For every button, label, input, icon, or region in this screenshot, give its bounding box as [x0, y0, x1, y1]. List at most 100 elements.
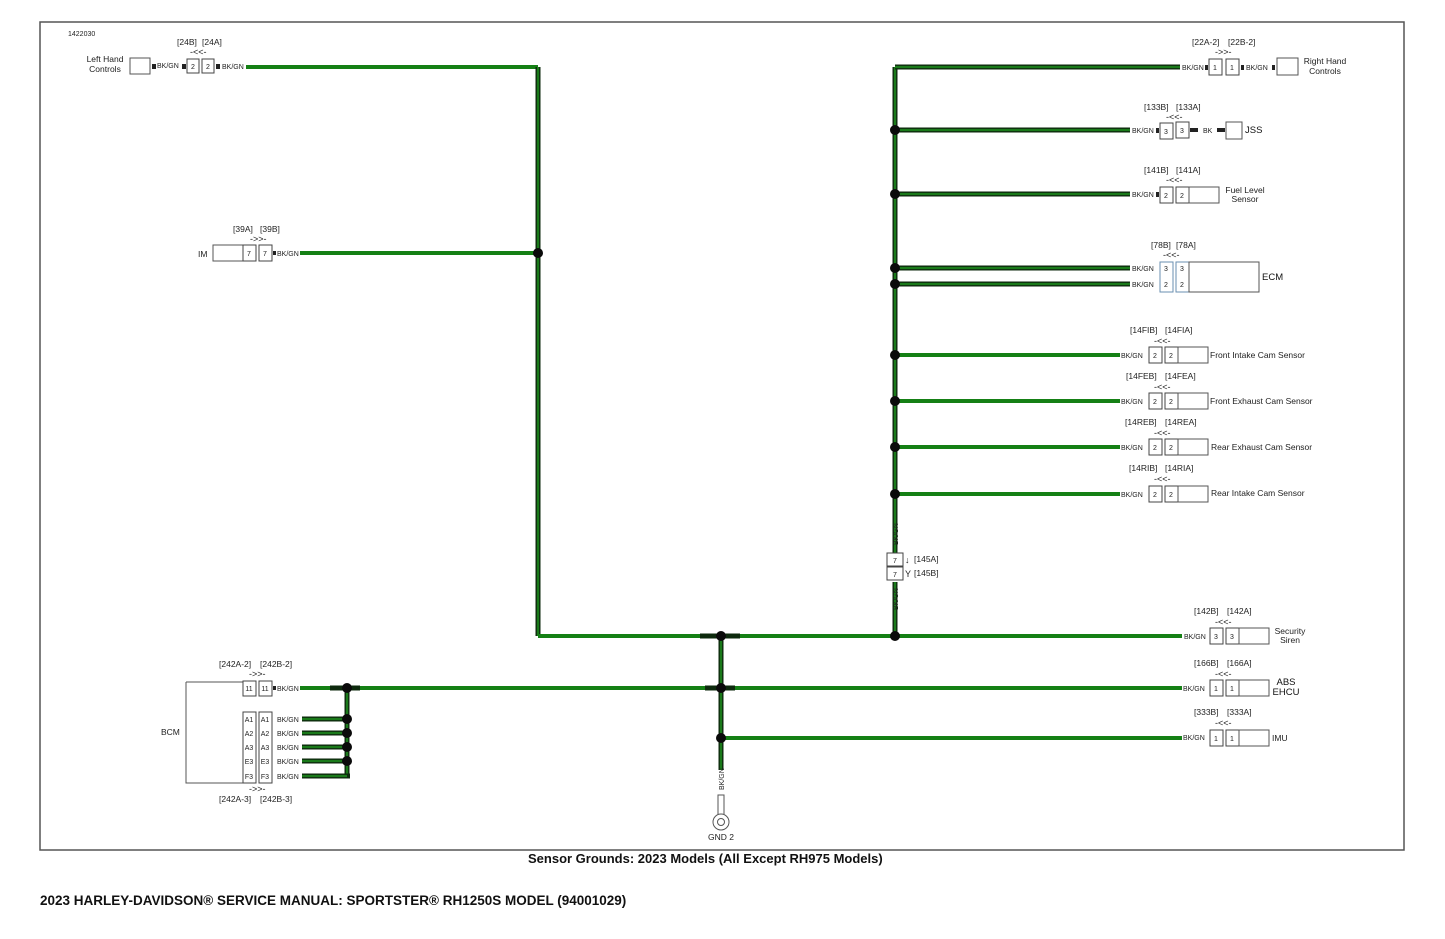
- front-exhaust-cam-sensor: [14FEB] [14FEA] -<<- BK/GN 2 2 Front Exh…: [1121, 371, 1313, 410]
- svg-text:1: 1: [1230, 65, 1234, 72]
- connector-pin: [186, 58, 200, 74]
- connector-pin: [886, 552, 904, 567]
- svg-text:BK/GN: BK/GN: [1121, 445, 1143, 452]
- connector-pin: [1159, 186, 1174, 204]
- svg-text:BK/GN: BK/GN: [222, 64, 244, 71]
- svg-text:-<<-: -<<-: [1154, 428, 1171, 438]
- svg-text:1: 1: [1214, 736, 1218, 743]
- svg-text:BK/GN: BK/GN: [157, 63, 179, 70]
- connector-label: [14REB]: [1125, 417, 1157, 427]
- bcm-pin-rows: A1 A1 BK/GN A2 A2 BK/GN A3 A3 BK/GN E3 E…: [245, 717, 299, 781]
- connector-label: [24B]: [177, 37, 197, 47]
- svg-text:Y: Y: [905, 569, 911, 579]
- connector-pin: [1209, 627, 1224, 645]
- connector-label: [333B]: [1194, 707, 1219, 717]
- svg-text:A1: A1: [245, 717, 254, 724]
- page-footer: 2023 HARLEY-DAVIDSON® SERVICE MANUAL: SP…: [40, 893, 627, 908]
- svg-text:1: 1: [1230, 686, 1234, 693]
- svg-text:2: 2: [1153, 399, 1157, 406]
- connector-pin: [1148, 438, 1163, 456]
- connector-pin: [886, 566, 904, 581]
- connector-label: [242B-2]: [260, 659, 292, 669]
- connector-label: [14REA]: [1165, 417, 1197, 427]
- svg-text:IM: IM: [198, 249, 207, 259]
- connector-pin: [242, 244, 257, 262]
- svg-text:BK/GN: BK/GN: [277, 717, 299, 724]
- component-box: [1188, 186, 1220, 204]
- svg-text:A1: A1: [261, 717, 270, 724]
- connector-label: [141A]: [1176, 165, 1201, 175]
- svg-text:-<<-: -<<-: [1154, 382, 1171, 392]
- connector-label: [14FEA]: [1165, 371, 1196, 381]
- svg-text:3: 3: [1180, 128, 1184, 135]
- component-box: [1177, 392, 1209, 410]
- svg-text:3: 3: [1230, 634, 1234, 641]
- svg-text:GND 2: GND 2: [708, 832, 734, 842]
- svg-text:Security: Security: [1275, 626, 1306, 636]
- svg-text:BK/GN: BK/GN: [1183, 686, 1205, 693]
- svg-text:Controls: Controls: [1309, 66, 1341, 76]
- svg-text:1: 1: [1214, 686, 1218, 693]
- svg-text:2: 2: [206, 64, 210, 71]
- svg-text:F3: F3: [245, 774, 253, 781]
- svg-text:BK/GN: BK/GN: [1121, 353, 1143, 360]
- svg-text:-<<-: -<<-: [1166, 175, 1183, 185]
- splice-node: [890, 442, 900, 452]
- splice-node: [890, 631, 900, 641]
- connector-label: [142A]: [1227, 606, 1252, 616]
- svg-text:Front Exhaust Cam Sensor: Front Exhaust Cam Sensor: [1210, 396, 1313, 406]
- svg-text:E3: E3: [261, 759, 270, 766]
- svg-text:Siren: Siren: [1280, 635, 1300, 645]
- connector-pin: [1225, 58, 1240, 76]
- jss-component: [133B] [133A] -<<- BK/GN 3 3 BK JSS: [1132, 102, 1262, 140]
- svg-text:2: 2: [1180, 282, 1184, 289]
- svg-text:2: 2: [1153, 445, 1157, 452]
- svg-text:Right Hand: Right Hand: [1304, 56, 1347, 66]
- splice-node: [890, 489, 900, 499]
- component-box: [1177, 438, 1209, 456]
- svg-text:2: 2: [1169, 492, 1173, 499]
- svg-text:BK/GN: BK/GN: [1121, 399, 1143, 406]
- component-box: [1188, 261, 1260, 293]
- connector-block: [258, 711, 273, 784]
- svg-text:->>-: ->>-: [250, 234, 267, 244]
- wires: [246, 64, 1182, 779]
- splice-node: [716, 733, 726, 743]
- connector-label: [242A-3]: [219, 794, 251, 804]
- splice-node: [342, 728, 352, 738]
- svg-text:E3: E3: [245, 759, 254, 766]
- svg-text:Left Hand: Left Hand: [87, 54, 124, 64]
- connector-label: [133A]: [1176, 102, 1201, 112]
- connector-label: [141B]: [1144, 165, 1169, 175]
- splice-node: [342, 756, 352, 766]
- connector-label: [14FIA]: [1165, 325, 1192, 335]
- connector-label: [142B]: [1194, 606, 1219, 616]
- connector-label: [22A-2]: [1192, 37, 1219, 47]
- svg-text:2: 2: [1164, 193, 1168, 200]
- connector-label: [14FEB]: [1126, 371, 1157, 381]
- connector-pin: [258, 680, 273, 697]
- svg-text:BK/GN: BK/GN: [893, 523, 900, 545]
- diagram-frame: [39, 21, 1405, 851]
- component-box: [129, 57, 151, 75]
- figure-id: 1422030: [68, 31, 95, 38]
- svg-text:BK/GN: BK/GN: [1184, 634, 1206, 641]
- svg-text:BK/GN: BK/GN: [1132, 128, 1154, 135]
- ground-terminal: BK/GN GND 2: [708, 768, 734, 842]
- splice-node: [533, 248, 543, 258]
- rear-intake-cam-sensor: [14RIB] [14RIA] -<<- BK/GN 2 2 Rear Inta…: [1121, 463, 1305, 503]
- svg-text:ABS: ABS: [1276, 677, 1295, 688]
- connector-pin: [1148, 346, 1163, 364]
- svg-text:BK/GN: BK/GN: [1132, 282, 1154, 289]
- splice-node: [342, 742, 352, 752]
- component-box: [1177, 485, 1209, 503]
- connector-label: [166A]: [1227, 658, 1252, 668]
- svg-text:ECM: ECM: [1262, 272, 1283, 283]
- connector-pin: [1159, 122, 1174, 140]
- svg-text:2: 2: [1164, 282, 1168, 289]
- svg-text:1: 1: [1213, 65, 1217, 72]
- connector-label: [133B]: [1144, 102, 1169, 112]
- connector-pin: [242, 680, 257, 697]
- connector-label: [78A]: [1176, 240, 1196, 250]
